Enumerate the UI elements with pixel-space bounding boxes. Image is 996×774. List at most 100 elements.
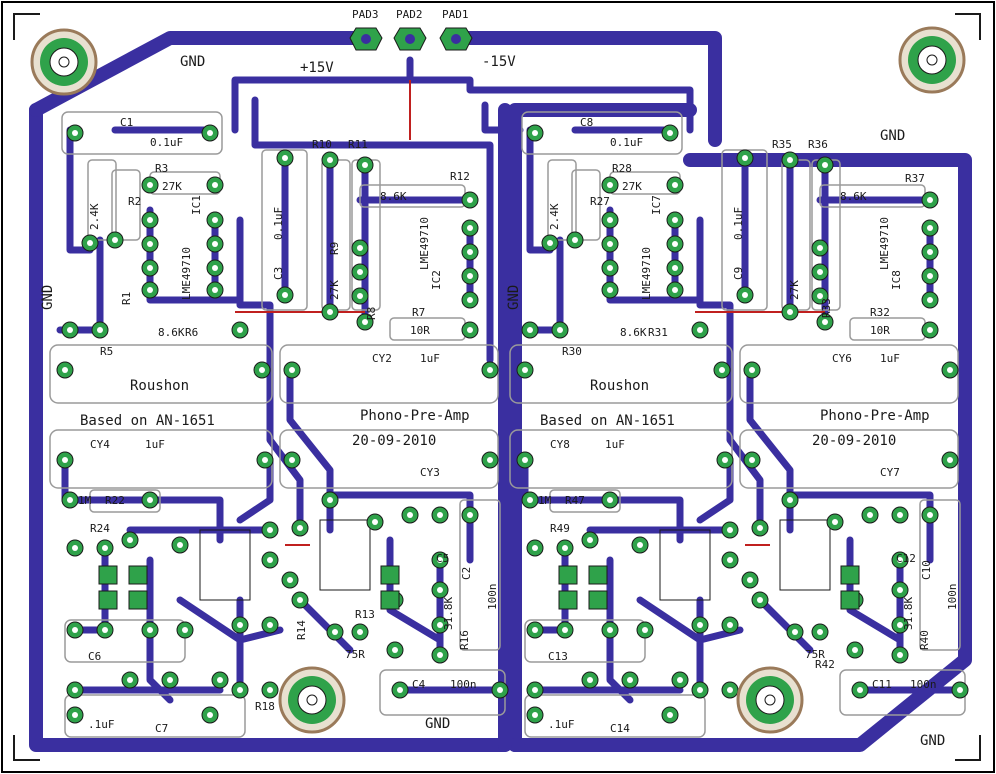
rail-minus-label: -15V bbox=[482, 54, 516, 70]
pad-hole-15 bbox=[787, 157, 793, 163]
ref-r1: R1 bbox=[120, 292, 133, 305]
val-c10: 100n bbox=[946, 584, 959, 611]
pad-hole-53 bbox=[787, 309, 793, 315]
pad-hole-89 bbox=[587, 537, 593, 543]
pad-hole-39 bbox=[607, 265, 613, 271]
ref-c11: C11 bbox=[872, 678, 892, 691]
val-r28: 27K bbox=[622, 180, 642, 193]
ref-c13: C13 bbox=[548, 650, 568, 663]
ref-c1: C1 bbox=[120, 116, 133, 129]
ref-c4: C4 bbox=[412, 678, 426, 691]
val-r9: 27K bbox=[328, 280, 341, 300]
pad-hole-130 bbox=[297, 597, 303, 603]
pad-hole-55 bbox=[822, 319, 828, 325]
pad-hole-160 bbox=[287, 577, 293, 583]
val-r12: 8.6K bbox=[380, 190, 407, 203]
pad-hole-49 bbox=[672, 287, 678, 293]
pad-hole-57 bbox=[927, 327, 933, 333]
val-r16: 31.8K bbox=[442, 597, 455, 630]
ref-cy8: CY8 bbox=[550, 438, 570, 451]
pad-hole-91 bbox=[637, 542, 643, 548]
ref-r3: R3 bbox=[155, 162, 168, 175]
pad-hole-7 bbox=[572, 237, 578, 243]
val-c1: 0.1uF bbox=[150, 136, 183, 149]
pad-hole-74 bbox=[262, 457, 268, 463]
pad-hole-28 bbox=[357, 245, 363, 251]
silkscreen-text: +15V -15V GND GND GND GND GND GND Rousho… bbox=[40, 54, 959, 749]
val-r32: 10R bbox=[870, 324, 890, 337]
mount-hole-top-left bbox=[30, 28, 98, 96]
pad2[interactable] bbox=[393, 27, 427, 51]
header-pad-7 bbox=[588, 565, 608, 585]
ref-r6: R6 bbox=[185, 326, 198, 339]
pad3[interactable] bbox=[349, 27, 383, 51]
date-left: 20-09-2010 bbox=[352, 433, 436, 449]
pad-hole-125 bbox=[642, 627, 648, 633]
pad-hole-32 bbox=[357, 293, 363, 299]
val-c9: 0.1uF bbox=[732, 207, 745, 240]
brand-right: Roushon bbox=[590, 378, 649, 394]
val-cy6: 1uF bbox=[880, 352, 900, 365]
pad-hole-50 bbox=[282, 292, 288, 298]
ref-r35: R35 bbox=[772, 138, 792, 151]
pad-hole-27 bbox=[927, 297, 933, 303]
pad1-label: PAD1 bbox=[442, 8, 469, 21]
pad-hole-148 bbox=[217, 677, 223, 683]
val-r47: 1M bbox=[538, 494, 552, 507]
mount-hole-bottom-right bbox=[736, 666, 804, 734]
pad-hole-145 bbox=[587, 677, 593, 683]
pad-hole-120 bbox=[102, 627, 108, 633]
pad-hole-139 bbox=[697, 687, 703, 693]
pad-hole-150 bbox=[72, 712, 78, 718]
val-c2: 100n bbox=[486, 584, 499, 611]
pad-hole-100 bbox=[407, 512, 413, 518]
pad-hole-85 bbox=[532, 545, 538, 551]
pad-hole-134 bbox=[357, 629, 363, 635]
pad-hole-76 bbox=[289, 457, 295, 463]
val-r42: 75R bbox=[805, 648, 825, 661]
part-ic2: LME49710 bbox=[418, 217, 431, 270]
pad1[interactable] bbox=[439, 27, 473, 51]
pad-hole-17 bbox=[822, 162, 828, 168]
header-pad-0 bbox=[98, 565, 118, 585]
ref-r12: R12 bbox=[450, 170, 470, 183]
pad-hole-23 bbox=[927, 249, 933, 255]
pad-hole-30 bbox=[357, 269, 363, 275]
pad-hole-75 bbox=[722, 457, 728, 463]
header-pad-8 bbox=[558, 590, 578, 610]
pad-hole-33 bbox=[817, 293, 823, 299]
pad-hole-116 bbox=[437, 652, 443, 658]
pad-hole-35 bbox=[607, 217, 613, 223]
header-pad-2 bbox=[98, 590, 118, 610]
pad-hole-98 bbox=[372, 519, 378, 525]
pad-hole-58 bbox=[67, 327, 73, 333]
pad-hole-90 bbox=[177, 542, 183, 548]
ref-cy2: CY2 bbox=[372, 352, 392, 365]
mounting-holes bbox=[30, 26, 966, 734]
pad-hole-109 bbox=[897, 587, 903, 593]
ref-ic8: IC8 bbox=[890, 270, 903, 290]
header-pad-3 bbox=[128, 590, 148, 610]
pad-hole-131 bbox=[757, 597, 763, 603]
pad-hole-12 bbox=[282, 155, 288, 161]
ref-r10: R10 bbox=[312, 138, 332, 151]
pad-hole-124 bbox=[182, 627, 188, 633]
ref-r42: R42 bbox=[815, 658, 835, 671]
ref-r11: R11 bbox=[348, 138, 368, 151]
val-cy4: 1uF bbox=[145, 438, 165, 451]
pad-hole-29 bbox=[817, 245, 823, 251]
pad-hole-25 bbox=[927, 273, 933, 279]
gnd-label-3: GND bbox=[425, 716, 450, 732]
pad-hole-64 bbox=[259, 367, 265, 373]
ref-c8: C8 bbox=[580, 116, 593, 129]
pad-hole-151 bbox=[532, 712, 538, 718]
pad-hole-80 bbox=[67, 497, 73, 503]
pad-hole-97 bbox=[787, 497, 793, 503]
part-ic7: LME49710 bbox=[640, 247, 653, 300]
val-r31: 8.6K bbox=[620, 326, 647, 339]
ref-c14: C14 bbox=[610, 722, 630, 735]
rail-plus-label: +15V bbox=[300, 60, 334, 76]
pad-hole-9 bbox=[607, 182, 613, 188]
header-pad-4 bbox=[380, 565, 400, 585]
pad-hole-141 bbox=[727, 687, 733, 693]
